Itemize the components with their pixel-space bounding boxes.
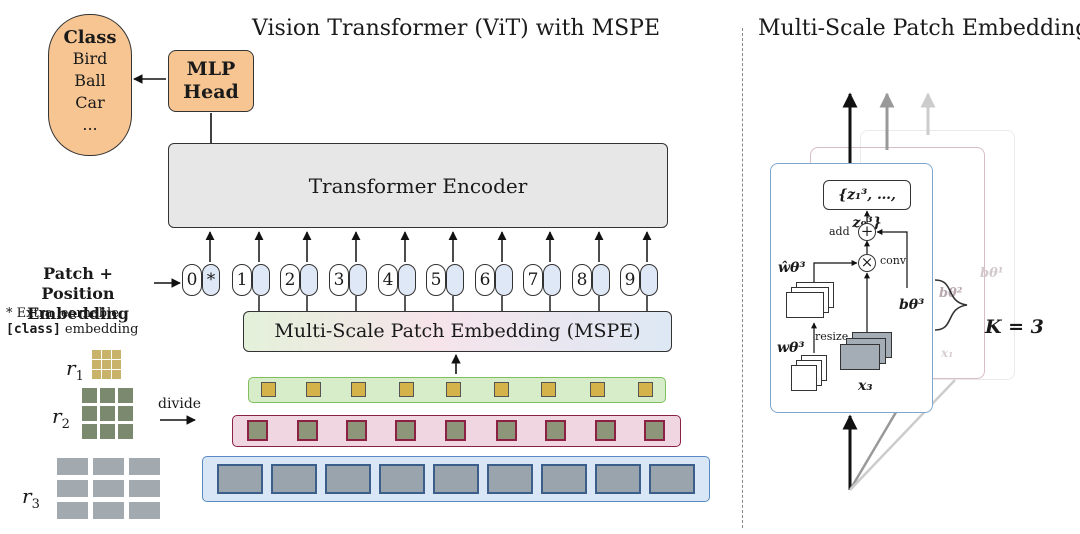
class-item: ... bbox=[82, 115, 98, 134]
ppe-line2: Embedding bbox=[27, 304, 129, 323]
token-arrows bbox=[205, 231, 652, 262]
patch bbox=[395, 420, 416, 441]
token-label: 6 bbox=[475, 264, 495, 296]
patch bbox=[494, 382, 509, 397]
class-item: Bird bbox=[72, 49, 108, 68]
conv-node: × bbox=[858, 254, 876, 272]
patch bbox=[595, 464, 641, 494]
patch-row-r2 bbox=[232, 415, 681, 447]
scale-label-r1: r1 bbox=[66, 356, 84, 384]
add-label: add bbox=[829, 225, 850, 238]
token-label: 9 bbox=[620, 264, 640, 296]
patch bbox=[433, 464, 479, 494]
note-line2: embedding bbox=[60, 322, 139, 337]
token-label: 0 bbox=[182, 264, 202, 296]
class-output-box: Class Bird Ball Car ... bbox=[48, 14, 132, 156]
patch-row-r3 bbox=[202, 456, 710, 502]
add-node: + bbox=[858, 223, 876, 241]
w-label: wθ³ bbox=[777, 340, 805, 356]
conv-label: conv bbox=[880, 254, 907, 267]
token-label: 3 bbox=[329, 264, 349, 296]
token-label: 7 bbox=[523, 264, 543, 296]
token-label: * bbox=[202, 264, 220, 296]
section-divider bbox=[742, 28, 743, 528]
patch bbox=[541, 464, 587, 494]
x1-label: x₁ bbox=[941, 346, 954, 360]
right-title: Multi-Scale Patch Embedding bbox=[758, 16, 1080, 41]
patch-row-r1 bbox=[248, 377, 666, 403]
token-embedding bbox=[300, 264, 318, 296]
patch bbox=[541, 382, 556, 397]
patch bbox=[247, 420, 268, 441]
resize-label: resize bbox=[815, 330, 849, 343]
z-set-box: {z₁³, …, z₉³} bbox=[823, 180, 911, 231]
patch-position-label: Patch + Position Embedding bbox=[4, 264, 152, 324]
w-hat-label: ŵθ³ bbox=[778, 260, 806, 276]
k-label: K = 3 bbox=[985, 316, 1044, 338]
mspe-token-lines bbox=[258, 296, 648, 311]
left-connectors bbox=[133, 74, 652, 425]
token-embedding bbox=[543, 264, 561, 296]
token-label: 2 bbox=[280, 264, 300, 296]
patch bbox=[325, 464, 371, 494]
divide-label: divide bbox=[158, 396, 202, 412]
note-code: [class] bbox=[6, 322, 61, 337]
scale-label-r2: r2 bbox=[52, 404, 70, 432]
mlp-head-box: MLP Head bbox=[168, 50, 254, 112]
patch bbox=[399, 382, 414, 397]
patch bbox=[590, 382, 605, 397]
class-item: Car bbox=[75, 93, 105, 112]
patch bbox=[545, 420, 566, 441]
scale-label-r3: r3 bbox=[22, 484, 40, 512]
patch bbox=[445, 420, 466, 441]
scale-r3-grid bbox=[57, 458, 160, 519]
patch bbox=[217, 464, 263, 494]
left-title: Vision Transformer (ViT) with MSPE bbox=[252, 16, 661, 41]
mlp-line2: Head bbox=[183, 81, 239, 103]
token-label: 5 bbox=[426, 264, 446, 296]
patch bbox=[351, 382, 366, 397]
patch bbox=[644, 420, 665, 441]
token-embedding bbox=[446, 264, 464, 296]
patch bbox=[261, 382, 276, 397]
token-label: 1 bbox=[232, 264, 252, 296]
mspe-box: Multi-Scale Patch Embedding (MSPE) bbox=[243, 311, 672, 352]
patch bbox=[487, 464, 533, 494]
front-panel-lines bbox=[811, 210, 908, 353]
token-label: 4 bbox=[378, 264, 398, 296]
patch bbox=[379, 464, 425, 494]
patch bbox=[496, 420, 517, 441]
token-embedding bbox=[252, 264, 270, 296]
token-embedding bbox=[349, 264, 367, 296]
patch bbox=[297, 420, 318, 441]
token-label: 8 bbox=[572, 264, 592, 296]
patch bbox=[346, 420, 367, 441]
b3-label: bθ³ bbox=[899, 297, 925, 313]
class-token-note: * Extra learnable [class] embedding bbox=[6, 306, 138, 338]
token-embedding bbox=[398, 264, 416, 296]
patch bbox=[446, 382, 461, 397]
b1-label: bθ¹ bbox=[980, 266, 1004, 281]
note-line1: * Extra learnable bbox=[6, 306, 119, 321]
patch bbox=[271, 464, 317, 494]
class-item: Ball bbox=[74, 71, 106, 90]
x3-label: x₃ bbox=[858, 378, 873, 394]
token-embedding bbox=[495, 264, 513, 296]
patch bbox=[595, 420, 616, 441]
transformer-encoder-box: Transformer Encoder bbox=[168, 143, 668, 228]
patch bbox=[649, 464, 695, 494]
token-embedding bbox=[640, 264, 658, 296]
patch bbox=[638, 382, 653, 397]
input-arrow bbox=[849, 379, 956, 491]
scale-r2-grid bbox=[82, 388, 133, 439]
mlp-line1: MLP bbox=[186, 58, 236, 80]
k-brace bbox=[934, 279, 968, 331]
patch bbox=[306, 382, 321, 397]
token-embedding bbox=[592, 264, 610, 296]
scale-r1-grid bbox=[92, 350, 121, 379]
class-heading: Class bbox=[63, 27, 117, 48]
ppe-line1: Patch + Position bbox=[41, 264, 115, 303]
